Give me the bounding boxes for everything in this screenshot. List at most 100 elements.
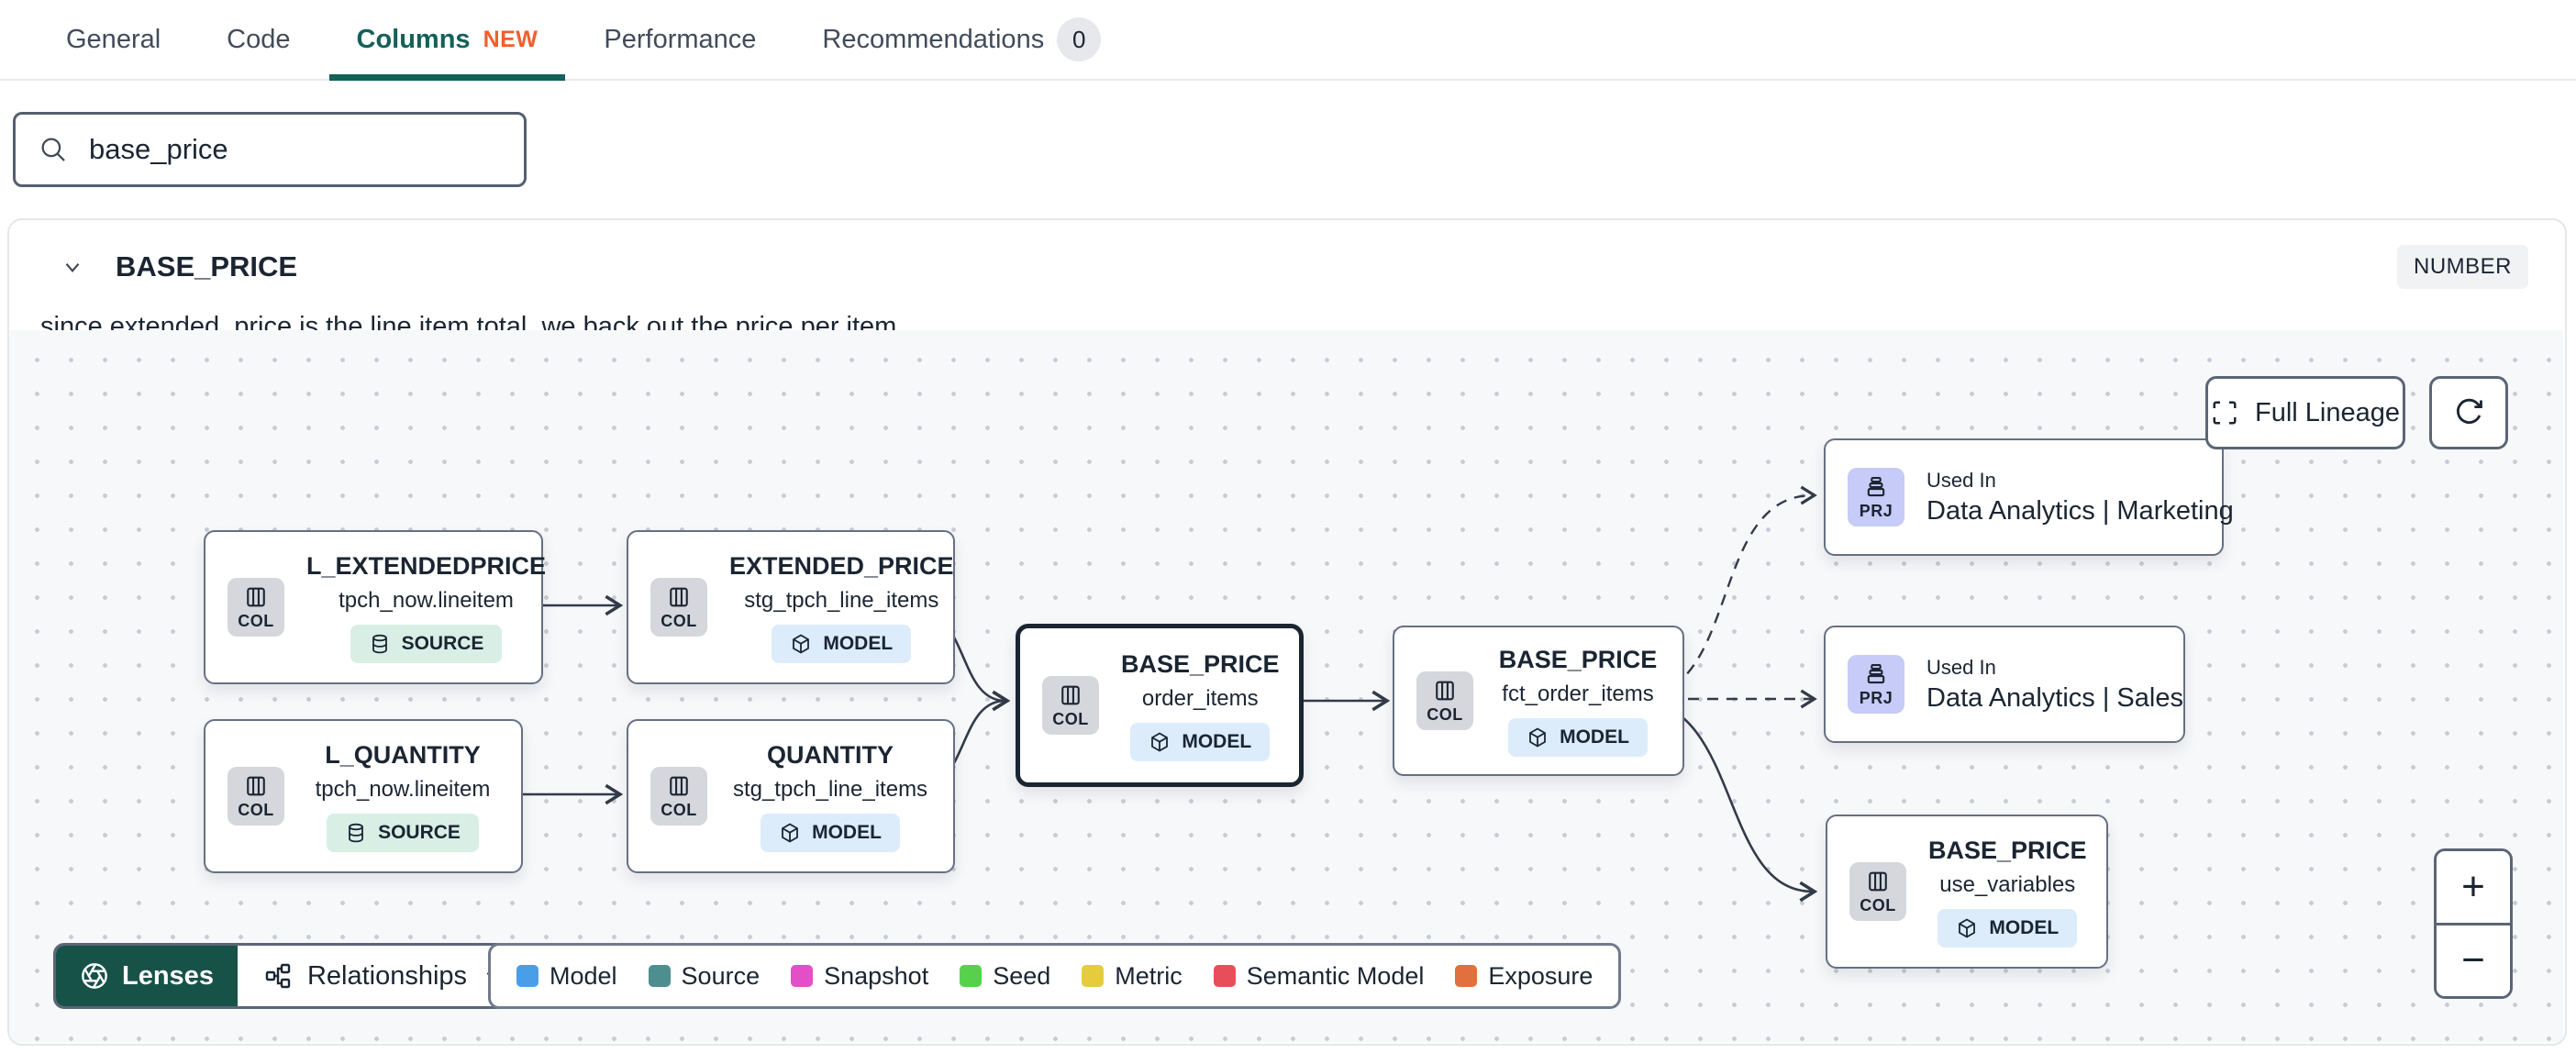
node-title: BASE_PRICE: [1121, 649, 1280, 678]
kind-label: MODEL: [1989, 916, 2060, 938]
zoom-in-button[interactable]: +: [2437, 851, 2510, 923]
legend-label: Seed: [993, 961, 1051, 990]
entity-label: COL: [1427, 704, 1463, 724]
columns-icon: [670, 776, 688, 795]
tab-general-label: General: [66, 24, 161, 54]
legend-item-model: Model: [516, 962, 617, 991]
new-badge: NEW: [483, 26, 539, 52]
legend-label: Exposure: [1488, 961, 1593, 990]
kind-badge-model: MODEL: [772, 624, 912, 663]
chevron-down-icon[interactable]: [61, 255, 84, 279]
column-entity-badge: COL: [228, 578, 284, 637]
node-title: QUANTITY: [767, 740, 894, 769]
columns-icon: [670, 587, 688, 606]
legend-item-seed: Seed: [960, 962, 1050, 991]
columns-icon: [247, 776, 265, 795]
legend-item-semantic-model: Semantic Model: [1213, 962, 1424, 991]
kind-label: MODEL: [812, 821, 882, 843]
tab-recommendations-label: Recommendations: [822, 24, 1045, 54]
columns-icon: [1061, 685, 1080, 704]
column-detail-panel: BASE_PRICE NUMBER since extended_price i…: [7, 218, 2567, 1046]
tab-bar: General Code Columns NEW Performance Rec…: [0, 0, 2576, 81]
node-title: L_EXTENDEDPRICE: [306, 551, 547, 580]
cube-icon: [793, 633, 810, 654]
kind-label: MODEL: [1182, 730, 1252, 752]
column-search: [13, 112, 527, 187]
node-subtitle: fct_order_items: [1502, 681, 1654, 706]
expand-icon: [2213, 401, 2237, 425]
entity-label: PRJ: [1859, 501, 1893, 520]
kind-badge-model: MODEL: [1938, 908, 2078, 948]
tab-columns-label: Columns: [356, 24, 471, 54]
kind-badge-model: MODEL: [1508, 717, 1648, 757]
node-extended-price[interactable]: COL EXTENDED_PRICE stg_tpch_line_items M…: [627, 530, 955, 684]
lineage-canvas[interactable]: COL L_EXTENDEDPRICE tpch_now.lineitem SO…: [9, 330, 2563, 1042]
legend-swatch: [516, 965, 539, 987]
column-name: BASE_PRICE: [116, 250, 298, 283]
tab-recommendations[interactable]: Recommendations 0: [789, 0, 1134, 79]
tab-performance[interactable]: Performance: [571, 0, 789, 79]
legend-swatch: [1213, 965, 1236, 987]
tab-code-label: Code: [227, 24, 291, 54]
node-subtitle: stg_tpch_line_items: [732, 776, 928, 802]
zoom-out-button[interactable]: −: [2437, 925, 2510, 996]
column-entity-badge: COL: [1416, 671, 1473, 730]
node-subtitle: order_items: [1141, 685, 1259, 711]
entity-label: COL: [1052, 709, 1089, 728]
node-title: EXTENDED_PRICE: [729, 551, 954, 580]
zoom-controls: + −: [2434, 848, 2513, 999]
cube-icon: [1959, 917, 1976, 938]
node-type-legend: Model Source Snapshot Seed Metric: [488, 943, 1622, 1009]
kind-label: MODEL: [823, 632, 894, 654]
node-title: BASE_PRICE: [1498, 645, 1658, 673]
node-quantity[interactable]: COL QUANTITY stg_tpch_line_items MODEL: [627, 719, 955, 873]
legend-item-metric: Metric: [1082, 962, 1183, 991]
search-input[interactable]: [87, 132, 502, 167]
refresh-icon: [2456, 398, 2482, 424]
node-title: L_QUANTITY: [325, 740, 481, 769]
node-l-extendedprice[interactable]: COL L_EXTENDEDPRICE tpch_now.lineitem SO…: [204, 530, 546, 684]
zoom-divider: [2437, 922, 2510, 926]
entity-label: COL: [661, 800, 697, 819]
refresh-button[interactable]: [2429, 376, 2508, 449]
node-used-in-marketing[interactable]: PRJ Used In Data Analytics | Marketing: [1824, 438, 2234, 556]
recommendations-count-badge: 0: [1057, 17, 1102, 61]
node-title: Data Analytics | Marketing: [1926, 495, 2234, 526]
tab-code[interactable]: Code: [194, 0, 323, 79]
tab-columns[interactable]: Columns NEW: [324, 0, 572, 81]
full-lineage-button[interactable]: Full Lineage: [2205, 376, 2405, 449]
column-entity-badge: COL: [1042, 676, 1099, 735]
kind-badge-source: SOURCE: [350, 624, 503, 663]
node-base-price-fct-order-items[interactable]: COL BASE_PRICE fct_order_items MODEL: [1393, 626, 1684, 776]
legend-swatch: [1455, 965, 1478, 987]
node-used-in-sales[interactable]: PRJ Used In Data Analytics | Sales: [1824, 626, 2185, 743]
node-body: EXTENDED_PRICE stg_tpch_line_items MODEL: [729, 552, 954, 663]
node-base-price-order-items[interactable]: COL BASE_PRICE order_items MODEL: [1016, 624, 1304, 787]
node-l-quantity[interactable]: COL L_QUANTITY tpch_now.lineitem SOURCE: [204, 719, 523, 873]
node-body: Used In Data Analytics | Marketing: [1926, 469, 2234, 526]
relationships-icon: [265, 963, 291, 989]
tab-general[interactable]: General: [33, 0, 194, 79]
column-entity-badge: COL: [1849, 862, 1906, 921]
entity-label: PRJ: [1859, 688, 1893, 707]
used-in-label: Used In: [1926, 468, 1996, 492]
used-in-label: Used In: [1926, 655, 1996, 679]
lenses-button[interactable]: Lenses: [56, 946, 238, 1006]
columns-icon: [1436, 681, 1454, 700]
node-subtitle: tpch_now.lineitem: [315, 776, 491, 802]
node-base-price-use-variables[interactable]: COL BASE_PRICE use_variables MODEL: [1826, 815, 2108, 969]
node-body: L_EXTENDEDPRICE tpch_now.lineitem SOURCE: [306, 552, 546, 663]
legend-label: Source: [681, 961, 761, 990]
entity-label: COL: [238, 800, 274, 819]
full-lineage-label: Full Lineage: [2255, 397, 2400, 427]
relationships-dropdown[interactable]: Relationships: [237, 946, 532, 1006]
kind-label: MODEL: [1560, 726, 1629, 748]
entity-label: COL: [1860, 895, 1896, 914]
legend-swatch: [648, 965, 671, 987]
node-body: L_QUANTITY tpch_now.lineitem SOURCE: [306, 741, 499, 852]
columns-icon: [1869, 871, 1887, 891]
legend-item-snapshot: Snapshot: [791, 962, 928, 991]
column-type-badge: NUMBER: [2396, 245, 2528, 289]
legend-label: Snapshot: [824, 961, 929, 990]
